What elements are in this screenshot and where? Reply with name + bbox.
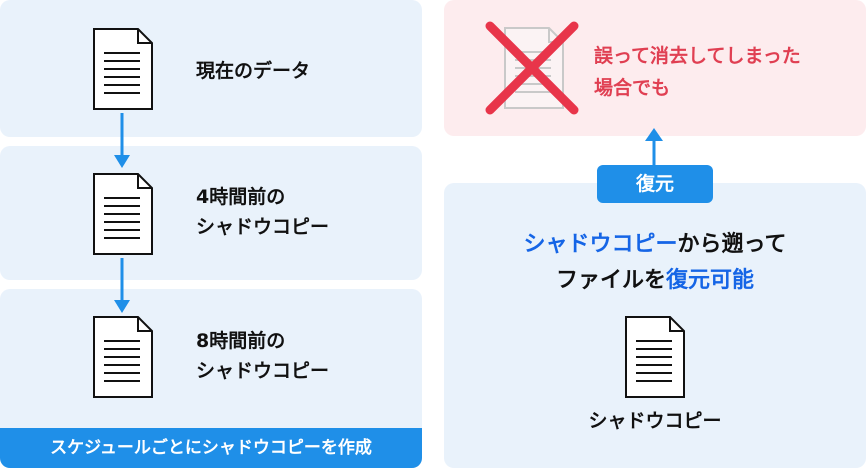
restore-badge: 復元 [597, 165, 713, 203]
schedule-banner: スケジュールごとにシャドウコピーを作成 [0, 428, 422, 468]
label-line: 8時間前の [196, 330, 286, 352]
label-line: 4時間前の [196, 186, 286, 208]
restore-headline-line2: ファイルを復元可能 [444, 264, 866, 298]
headline-text: ファイルを [555, 268, 666, 293]
document-icon [93, 173, 153, 255]
shadow-copy-8h-label: 8時間前の シャドウコピー [196, 326, 329, 386]
label-line: シャドウコピー [196, 216, 330, 238]
arrow-up-icon [645, 128, 663, 168]
current-data-label: 現在のデータ [196, 56, 310, 86]
cross-icon [485, 21, 579, 115]
arrow-down-icon [114, 258, 130, 313]
shadow-copy-label: シャドウコピー [588, 410, 722, 432]
caption-line: 誤って消去してしまった [594, 45, 801, 67]
document-icon [625, 316, 685, 398]
arrow-down-icon [114, 113, 130, 168]
shadow-copy-4h-panel [0, 146, 422, 280]
headline-text: から遡って [677, 232, 787, 257]
shadow-copy-4h-label: 4時間前の シャドウコピー [196, 182, 329, 242]
mistake-caption: 誤って消去してしまった 場合でも [594, 40, 801, 104]
headline-highlight: 復元可能 [666, 268, 755, 293]
document-icon [93, 28, 153, 110]
document-icon [93, 316, 153, 398]
restore-headline-line1: シャドウコピーから遡って [444, 228, 866, 262]
current-data-panel [0, 0, 422, 137]
label-line: 現在のデータ [196, 60, 311, 82]
label-line: シャドウコピー [196, 360, 330, 382]
headline-highlight: シャドウコピー [523, 232, 678, 257]
caption-line: 場合でも [594, 77, 671, 99]
